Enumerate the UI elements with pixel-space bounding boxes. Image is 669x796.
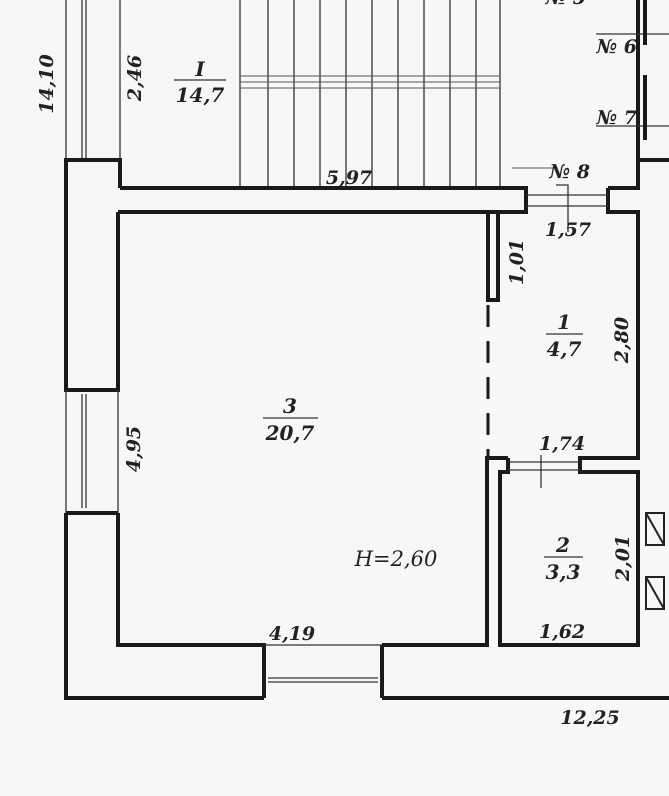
neighbor-6: № 6 [596,36,638,58]
stair-I-number: I [194,57,205,81]
room-1-area: 4,7 [547,337,582,361]
room-2-area: 3,3 [546,560,581,584]
bottom-window [264,644,382,683]
lower-left-window [65,390,119,513]
stair-I-area: 14,7 [176,83,225,107]
dim-1-62: 1,62 [539,621,585,643]
room-2-number: 2 [555,533,570,557]
dim-12-25: 12,25 [560,707,620,729]
neighbor-7: № 7 [596,107,638,129]
exterior-walls [64,0,669,700]
dim-5-97: 5,97 [326,167,372,189]
ceiling-height: H=2,60 [354,547,438,571]
room-1-number: 1 [557,310,571,334]
neighbor-lines [512,0,669,169]
dim-14-10: 14,10 [36,54,58,114]
plumbing-fixture-icon [645,512,665,610]
dim-4-19: 4,19 [269,623,315,645]
entry-door [526,184,608,232]
fraction-bars [174,79,583,558]
dim-2-01: 2,01 [612,535,634,582]
neighbor-8: № 8 [549,161,591,183]
dim-1-57: 1,57 [545,219,591,241]
bathroom-door [508,455,580,488]
room-3-area: 20,7 [265,421,315,445]
dim-2-80: 2,80 [611,317,633,364]
upper-window [65,0,121,160]
dim-1-74: 1,74 [539,433,585,455]
dim-2-46: 2,46 [124,55,146,102]
dim-4-95: 4,95 [123,426,145,472]
room-3-number: 3 [283,394,297,418]
dim-1-01: 1,01 [506,239,528,285]
stairwell-treads [239,0,501,188]
neighbor-5: № 5 [545,0,587,9]
